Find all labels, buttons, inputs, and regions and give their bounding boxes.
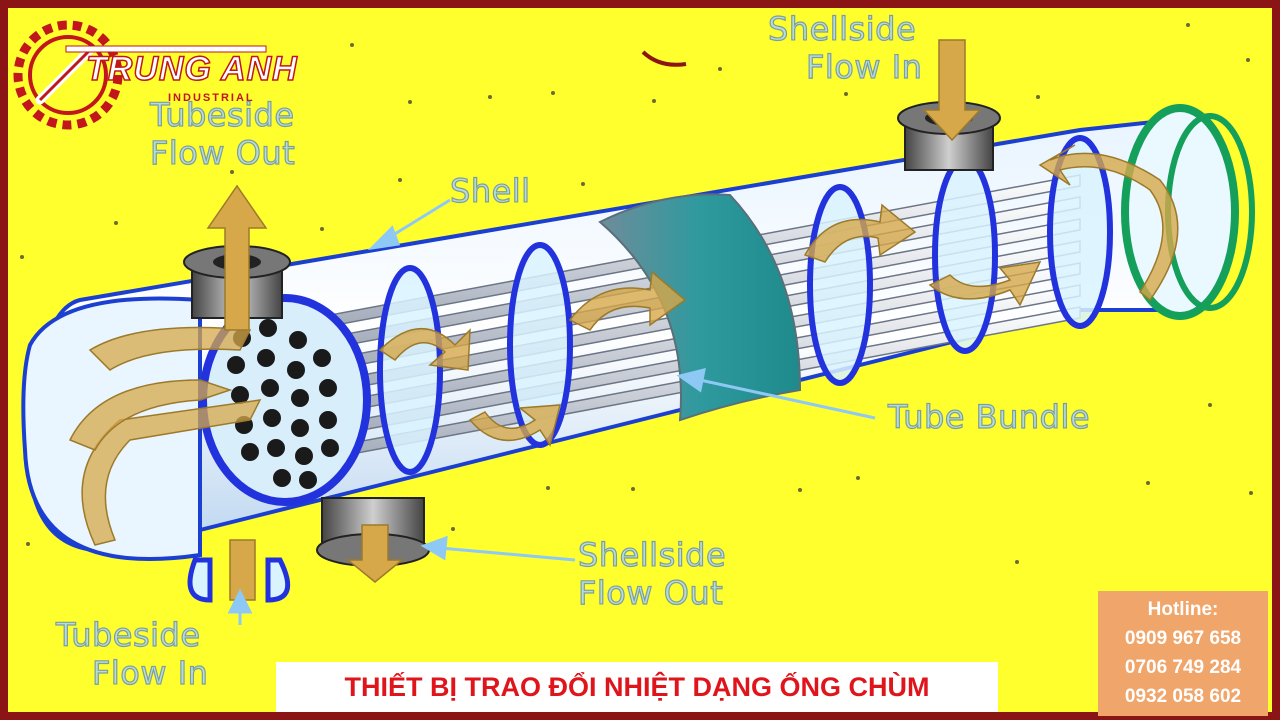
label-line: Flow Out [577,573,724,612]
tubeside-in-arrow [229,539,256,601]
label-shell: Shell [449,171,531,210]
hotline-title: Hotline: [1147,599,1219,620]
label-shellside-flow-in: Shellside Flow In [767,9,923,86]
label-line: Tubeside [149,95,295,134]
shellside-outlet-nozzle [316,497,430,567]
shellside-out-arrow [345,524,405,583]
label-line: Shellside [577,535,727,574]
hotline-number[interactable]: 0909 967 658 [1124,628,1242,649]
label-line: Tubeside [55,615,201,654]
tube-sheet-holes [227,319,339,489]
tubeside-swirl-arrows [68,326,262,546]
tubeside-out-arrow [206,184,268,331]
baffles [377,135,1113,475]
hotline-number[interactable]: 0932 058 602 [1124,686,1242,707]
trung-anh-logo [13,20,267,130]
label-line: Flow In [805,47,923,86]
right-head [1121,104,1239,320]
label-tube-bundle: Tube Bundle [887,397,1091,436]
label-tubeside-flow-out: Tubeside Flow Out [149,95,296,172]
diagram-caption: THIẾT BỊ TRAO ĐỔI NHIỆT DẠNG ỐNG CHÙM [276,662,998,712]
label-line: Flow Out [149,133,296,172]
tubeside-inlet-nozzle [187,557,291,603]
shellside-flow-arrows [378,144,1179,447]
shell-cutaway-band [598,193,802,422]
hotline-number[interactable]: 0706 749 284 [1124,657,1242,678]
logo-brand-subtitle: INDUSTRIAL [168,92,255,104]
label-line: Flow In [91,653,209,692]
hotline-box: Hotline: 0909 967 658 0706 749 284 0932 … [1098,591,1268,716]
label-shellside-flow-out: Shellside Flow Out [577,535,727,612]
label-line: Shellside [767,9,917,48]
label-tubeside-flow-in: Tubeside Flow In [55,615,209,692]
logo-brand-name: TRUNG ANH [85,49,298,89]
label-pointers [227,198,876,625]
red-squiggle-mark [641,50,687,67]
shellside-in-arrow [922,39,982,142]
nozzle-flow-arrows [206,39,982,601]
